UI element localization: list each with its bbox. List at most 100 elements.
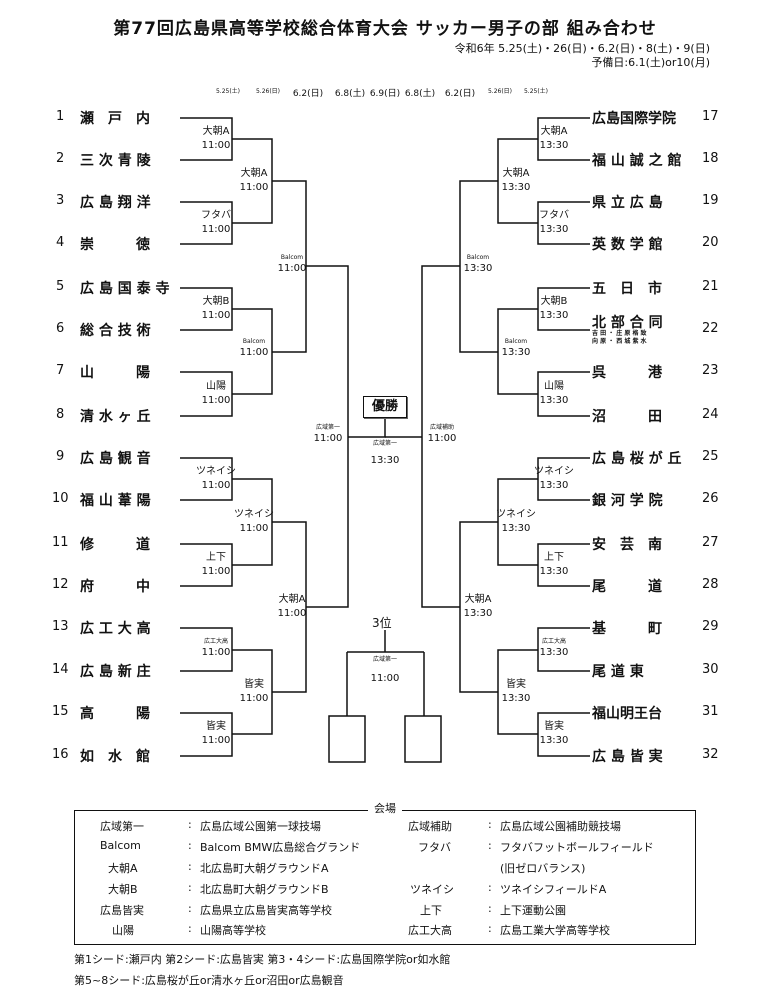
seed-note: 第5~8シード:広島桜が丘or清水ヶ丘or沼田or広島観音	[74, 974, 344, 987]
match-venue: 大朝A	[540, 126, 568, 137]
match-time: 11:00	[239, 347, 269, 358]
match-label: 大朝A 13:30	[496, 167, 536, 195]
team-name: 尾 道	[592, 579, 662, 595]
match-venue: ツネイシ	[534, 466, 574, 477]
match-label: ツネイシ 13:30	[534, 465, 574, 493]
venue-value: ツネイシフィールドA	[500, 883, 607, 896]
venue-value: 上下運動公園	[500, 904, 566, 917]
match-venue: 上下	[206, 552, 226, 563]
venue-key: 山陽	[112, 924, 134, 937]
venue-key: 広工大高	[408, 924, 452, 937]
venue-sep: :	[188, 839, 192, 852]
match-venue: 大朝A	[464, 594, 492, 605]
team-name: 瀬 戸 内	[80, 111, 150, 127]
match-venue: 広域補助	[429, 424, 454, 431]
venue-value: 北広島町大朝グラウンドA	[200, 862, 329, 875]
team-number: 23	[702, 363, 719, 378]
team-name: 尾 道 東	[592, 664, 644, 680]
venue-value: (旧ゼロバランス)	[500, 862, 586, 875]
venue-sep: :	[188, 818, 192, 831]
team-name: 如 水 館	[80, 749, 150, 765]
team-name: 安 芸 南	[592, 537, 662, 553]
seed-note: 第1シード:瀬戸内 第2シード:広島皆実 第3・4シード:広島国際学院or如水館	[74, 953, 451, 966]
match-time: 11:00	[201, 566, 231, 577]
team-name: 総 合 技 術	[80, 323, 151, 339]
match-venue: 皆実	[244, 679, 264, 690]
team-number: 25	[702, 449, 719, 464]
team-number: 10	[52, 491, 69, 506]
match-time: 13:30	[539, 480, 569, 491]
team-name: 県 立 広 島	[592, 195, 663, 211]
team-name: 三 次 青 陵	[80, 153, 151, 169]
team-name: 銀 河 学 院	[592, 493, 663, 509]
match-time: 13:30	[501, 182, 531, 193]
team-name: 府 中	[80, 579, 150, 595]
team-number: 21	[702, 279, 719, 294]
match-time: 11:00	[427, 433, 457, 444]
match-time: 11:00	[277, 263, 307, 274]
team-name: 広 工 大 高	[80, 621, 151, 637]
venue-value: 広島県立広島皆実高等学校	[200, 904, 332, 917]
team-number: 7	[56, 363, 65, 378]
round-header: 5.26(日)	[255, 88, 281, 95]
round-header: 6.8(土)	[334, 89, 366, 99]
match-venue: 広域第一	[315, 424, 340, 431]
match-time: 11:00	[201, 647, 231, 658]
venue-value: フタバフットボールフィールド	[500, 841, 654, 854]
venue-key: 大朝A	[108, 862, 138, 875]
team-name: 広 島 皆 実	[592, 749, 663, 765]
match-time: 11:00	[277, 608, 307, 619]
third-place-label: 3位	[372, 616, 392, 630]
match-time: 11:00	[201, 735, 231, 746]
team-name: 広 島 桜 が 丘	[592, 451, 682, 467]
team-name: 基 町	[592, 621, 662, 637]
match-time: 13:30	[539, 224, 569, 235]
match-venue: ツネイシ	[234, 509, 274, 520]
match-venue: Balcom	[242, 338, 266, 345]
match-venue: 皆実	[544, 721, 564, 732]
venue-value: 広島広域公園補助競技場	[500, 820, 621, 833]
match-venue: 大朝A	[502, 168, 530, 179]
team-name: 沼 田	[592, 409, 662, 425]
team-number: 24	[702, 407, 719, 422]
team-name: 広島国際学院	[592, 111, 676, 127]
team-number: 4	[56, 235, 65, 250]
venue-sep: :	[488, 922, 492, 935]
match-venue: ツネイシ	[496, 509, 536, 520]
match-venue: 山陽	[544, 381, 564, 392]
round-header: 6.8(土)	[404, 89, 436, 99]
venue-value: Balcom BMW広島総合グランド	[200, 841, 361, 854]
team-number: 14	[52, 662, 69, 677]
team-number: 8	[56, 407, 65, 422]
team-number: 9	[56, 449, 65, 464]
venue-value: 山陽高等学校	[200, 924, 266, 937]
team-name: 広 島 観 音	[80, 451, 151, 467]
match-venue: 大朝B	[202, 296, 230, 307]
match-label: Balcom 11:00	[234, 338, 274, 360]
venue-sep: :	[188, 902, 192, 915]
team-number: 29	[702, 619, 719, 634]
venue-key: Balcom	[100, 839, 141, 852]
match-label: 大朝A 13:30	[534, 125, 574, 153]
match-time: 11:00	[201, 310, 231, 321]
venue-title: 会場	[0, 800, 770, 816]
round-header: 6.9(日)	[369, 89, 401, 99]
team-22-note: 吉 田 ・ 庄 原 格 致 向 原 ・ 西 城 紫 水	[592, 330, 647, 346]
venue-key: 広域補助	[408, 820, 452, 833]
team-name: 崇 徳	[80, 237, 150, 253]
match-time: 13:30	[539, 140, 569, 151]
match-venue: Balcom	[280, 254, 304, 261]
venue-key: 上下	[420, 904, 442, 917]
team-number: 13	[52, 619, 69, 634]
team-number: 15	[52, 704, 69, 719]
